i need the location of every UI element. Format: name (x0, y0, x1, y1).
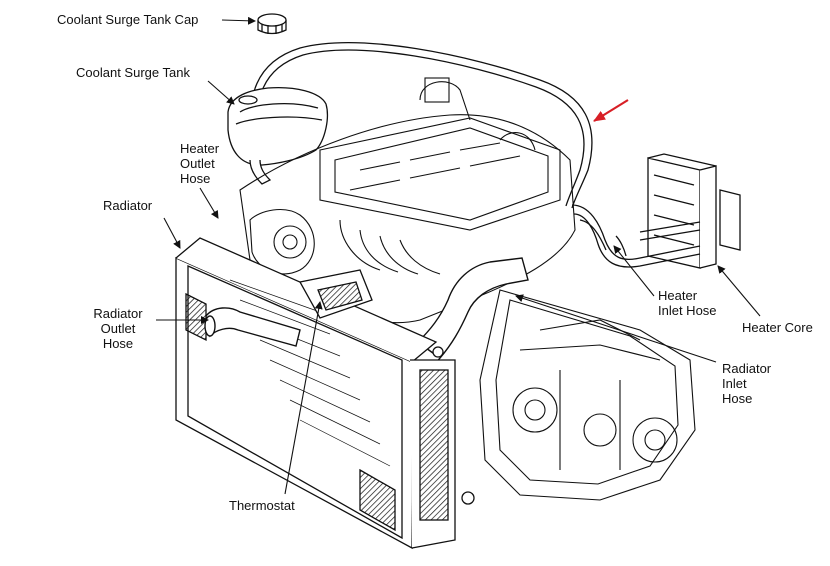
leader-surge-tank (207, 80, 235, 105)
surge-tank-cap-illustration (257, 13, 287, 35)
leader-radiator (163, 217, 181, 249)
heater-core-illustration (647, 153, 741, 269)
leader-heater-core (717, 265, 761, 317)
leader-surge-tank-cap (221, 16, 256, 25)
label-radiator: Radiator (103, 198, 153, 213)
heater-inlet-hose-illustration (571, 204, 701, 268)
radiator-illustration (175, 237, 475, 550)
label-coolant-surge-tank: Coolant Surge Tank (76, 65, 190, 80)
label-radiator-outlet-hose: Radiator Outlet Hose (93, 306, 143, 351)
leader-lines (156, 16, 761, 495)
heater-hose-loop (250, 42, 593, 209)
radiator-inlet-hose-illustration (407, 257, 529, 371)
label-heater-core: Heater Core (742, 320, 813, 335)
leader-heater-outlet-hose (199, 187, 219, 219)
coolant-surge-tank-illustration (227, 86, 329, 185)
leader-thermostat (284, 301, 323, 495)
leader-heater-inlet-hose (613, 245, 655, 297)
label-radiator-inlet-hose: Radiator Inlet Hose (722, 361, 772, 406)
label-heater-outlet-hose: Heater Outlet Hose (180, 141, 220, 186)
highlight-arrow (593, 99, 629, 122)
label-heater-inlet-hose: Heater Inlet Hose (658, 288, 717, 318)
label-thermostat: Thermostat (229, 498, 295, 513)
leader-radiator-inlet-hose (515, 294, 717, 363)
label-coolant-surge-tank-cap: Coolant Surge Tank Cap (57, 12, 199, 27)
